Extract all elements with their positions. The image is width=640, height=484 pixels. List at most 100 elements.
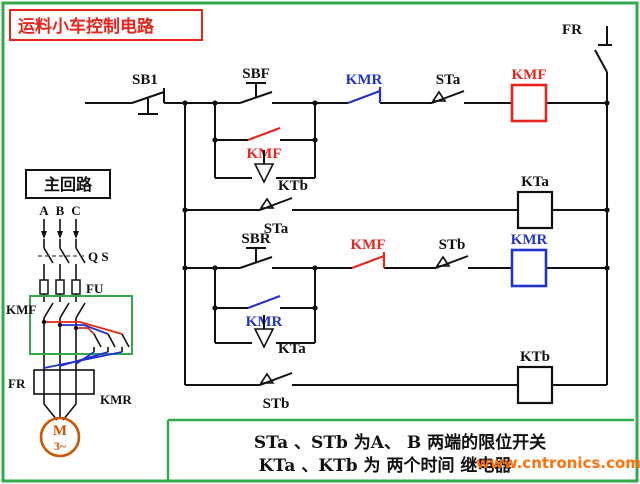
row3-branch-wires — [214, 268, 316, 344]
kmr-main-symbol — [93, 333, 130, 352]
kmr-coil: KMR — [511, 232, 548, 288]
note-line1: STa 、STb 为A、 B 两端的限位开关 — [254, 432, 546, 453]
fr-main-label: FR — [8, 376, 26, 391]
control-circuit: FR SB1 SBF KMR STa KMF — [85, 22, 612, 412]
sbf-label: SBF — [242, 66, 270, 82]
fuse-b — [55, 279, 65, 295]
kmr-coil-label: KMR — [511, 232, 548, 248]
note-line2: KTa 、KTb 为 两个时间 继电器 — [259, 455, 513, 476]
kta-time-contact: KTa — [253, 315, 306, 357]
junction-dots — [182, 100, 610, 311]
kmr-nc-symbol — [347, 87, 382, 105]
phase-a-label: A — [39, 203, 49, 218]
kta-coil: KTa — [516, 174, 554, 230]
phase-arrowheads — [41, 231, 79, 239]
qs-label: Q S — [88, 249, 109, 264]
sta1-label: STa — [436, 72, 461, 88]
notes-divider — [166, 418, 634, 481]
fr-contact-symbol — [594, 44, 612, 73]
sbf-forward-button: SBF — [239, 66, 273, 104]
kmf-coil-box — [510, 83, 548, 123]
ktb-arrow — [253, 163, 275, 184]
kmr-main-contacts: KMR — [43, 333, 132, 407]
stb3-label: STb — [439, 237, 466, 253]
motor-leads — [43, 403, 77, 421]
main-title: 主回路 — [44, 175, 93, 194]
kmf-nc-symbol — [351, 252, 386, 270]
fr-thermal-contact: FR — [562, 22, 612, 73]
qs-blades — [43, 247, 86, 264]
phase-b-label: B — [56, 203, 65, 218]
motor-m: M — [53, 423, 67, 439]
kmr-return-wires — [43, 351, 123, 369]
ktb-coil: KTb — [516, 349, 554, 405]
stb4-label: STb — [263, 396, 290, 412]
row1-branch-wires — [214, 103, 316, 179]
stb4-arrow — [259, 372, 275, 384]
ktb-time-contact: KTb — [253, 150, 308, 194]
main-title-border — [25, 169, 111, 199]
kta-contact-label: KTa — [278, 341, 306, 357]
notes-area: STa 、STb 为A、 B 两端的限位开关 KTa 、KTb 为 两个时间 继… — [166, 418, 640, 481]
ktb-coil-label: KTb — [520, 349, 550, 365]
stb3-arrow — [435, 255, 451, 267]
fu-fuses: FU — [39, 279, 104, 296]
phase-arrow-stems — [43, 219, 77, 232]
sta2-arrow — [259, 197, 275, 209]
sta2-label: STa — [264, 221, 289, 237]
kmf-coil-label: KMF — [512, 67, 547, 83]
fr-top-label: FR — [562, 22, 582, 38]
sb1-label: SB1 — [132, 72, 158, 88]
watermark: www.cntronics.com — [476, 454, 640, 472]
motor-circle — [39, 416, 81, 458]
stb-limit-row4: STb — [259, 372, 293, 412]
sbr-symbol — [239, 247, 273, 269]
ktb-coil-box — [516, 365, 554, 405]
reverse-cross-wires-red — [44, 321, 123, 335]
kmr-nc-contact: KMR — [346, 72, 383, 105]
stb-contact-row3: STb — [435, 237, 469, 269]
sb1-symbol — [131, 88, 165, 115]
fr-box — [33, 369, 95, 395]
motor-phase: 3~ — [54, 439, 67, 453]
qs-switch: Q S — [38, 247, 109, 264]
motor: M 3~ — [39, 403, 81, 458]
title-box: 运料小车控制电路 — [9, 9, 203, 41]
kmf-main-symbol — [43, 302, 86, 319]
bus-wires — [184, 26, 608, 385]
reversing-loop — [29, 295, 133, 355]
fuse-a — [39, 279, 49, 295]
kmf-nc-label: KMF — [351, 237, 386, 253]
fu-label: FU — [86, 281, 104, 296]
fr-thermal-element: FR — [8, 369, 95, 395]
sbf-symbol — [239, 82, 273, 104]
kta-coil-label: KTa — [521, 174, 549, 190]
title-border — [9, 9, 203, 41]
kta-arrow — [253, 328, 275, 349]
kta-coil-box — [516, 190, 554, 230]
sb1-stop-button: SB1 — [131, 72, 165, 115]
sta-contact-row1: STa — [431, 72, 465, 104]
kmr-nc-label: KMR — [346, 72, 383, 88]
kmf-nc-contact: KMF — [351, 237, 386, 270]
sta-limit-row2: STa — [259, 197, 293, 237]
kmf-main-contacts: KMF — [6, 302, 86, 319]
phase-c-label: C — [71, 203, 80, 218]
kmf-hold-symbol — [247, 126, 281, 142]
main-circuit-title-box: 主回路 — [25, 169, 111, 199]
kmf-coil: KMF — [510, 67, 548, 123]
main-circuit: 主回路 A B C Q S FU KMF — [6, 169, 133, 458]
reverse-cross-wire-blue — [60, 324, 109, 335]
fuse-c — [71, 279, 81, 295]
kmr-hold-symbol — [247, 294, 281, 310]
ktb-contact-label: KTb — [278, 178, 308, 194]
sta1-arrow — [431, 90, 447, 102]
kmf-main-label: KMF — [6, 302, 36, 317]
page-title: 运料小车控制电路 — [18, 16, 155, 37]
sbr-label: SBR — [241, 231, 270, 247]
sbr-reverse-button: SBR — [239, 231, 273, 269]
kmr-main-label: KMR — [100, 392, 132, 407]
